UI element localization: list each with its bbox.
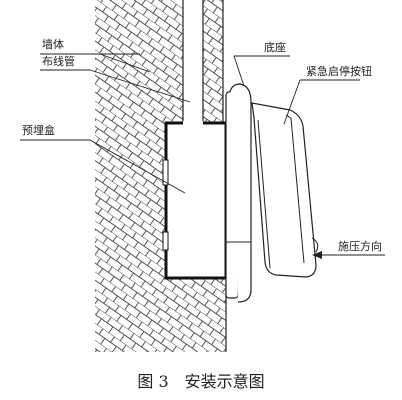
wall-left [95,0,226,352]
leader-base-diag [233,55,245,87]
leader-wall-diag [99,53,151,73]
leader-conduit-diag [89,69,191,103]
label-base: 底座 [264,40,286,54]
wall-right-strip [203,0,223,123]
leader-box-diag [89,139,186,194]
label-button: 紧急启停按钮 [306,64,372,78]
label-embedded-box: 预埋盒 [22,123,55,137]
label-wall: 墙体 [42,37,64,51]
base [225,83,252,303]
leader-button-diag [283,79,301,125]
embedded-box [162,121,228,280]
press-direction-arrow [312,251,330,259]
label-conduit: 布线管 [42,54,75,68]
figure-caption: 图 3 安装示意图 [137,372,265,391]
emergency-button [251,102,319,278]
label-press-direction: 施压方向 [338,239,382,253]
